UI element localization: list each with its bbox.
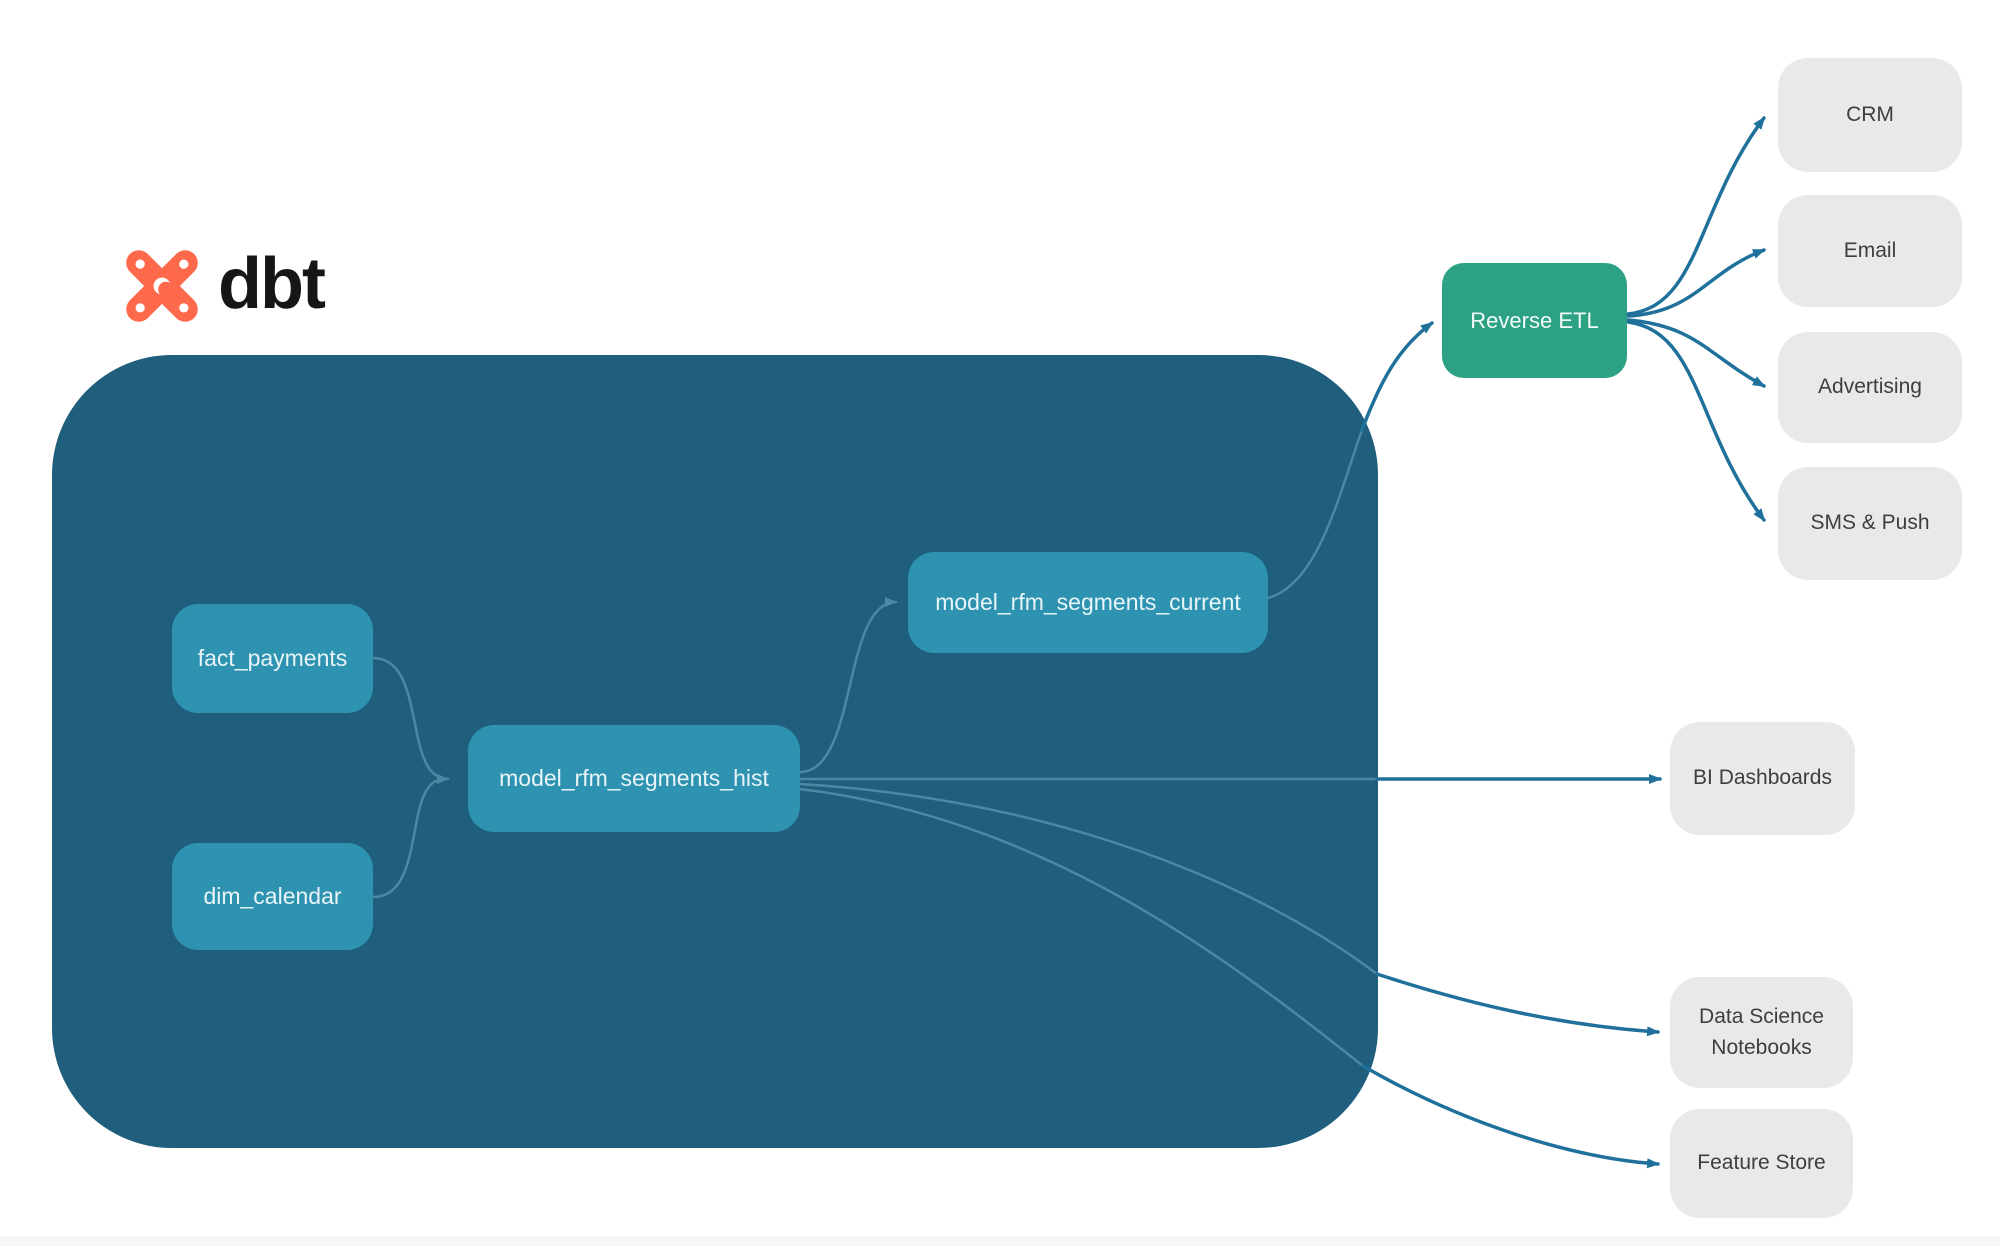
edge-current-to-reverse-etl bbox=[1360, 321, 1434, 432]
node-feature-store[interactable]: Feature Store bbox=[1670, 1109, 1853, 1218]
node-label: fact_payments bbox=[197, 645, 348, 671]
node-reverse-etl[interactable]: Reverse ETL bbox=[1442, 263, 1627, 378]
node-crm[interactable]: CRM bbox=[1778, 58, 1962, 172]
node-bi-dashboards[interactable]: BI Dashboards bbox=[1670, 722, 1855, 835]
edge-reverse-etl-to-crm bbox=[1626, 116, 1766, 316]
dbt-star-icon bbox=[126, 250, 198, 322]
node-label: dim_calendar bbox=[203, 883, 342, 909]
node-advertising[interactable]: Advertising bbox=[1778, 332, 1962, 443]
edge-dim-calendar-to-hist bbox=[371, 777, 446, 899]
dbt-logo-text: dbt bbox=[218, 244, 326, 324]
node-label: Data Science Notebooks bbox=[1699, 1005, 1824, 1059]
edge-fact-payments-to-hist bbox=[371, 656, 450, 784]
node-label: Advertising bbox=[1818, 375, 1922, 399]
node-label: SMS & Push bbox=[1810, 511, 1930, 535]
edge-hist-to-notebooks-inside bbox=[798, 782, 1379, 976]
edge-to-feature-store bbox=[1361, 1064, 1660, 1169]
node-label: BI Dashboards bbox=[1693, 766, 1832, 790]
node-label: CRM bbox=[1846, 102, 1894, 126]
edge-reverse-etl-to-advertising bbox=[1626, 318, 1766, 388]
edge-reverse-etl-to-email bbox=[1626, 248, 1766, 318]
node-sms-push[interactable]: SMS & Push bbox=[1778, 467, 1962, 580]
node-email[interactable]: Email bbox=[1778, 195, 1962, 307]
node-label: Feature Store bbox=[1697, 1151, 1826, 1175]
edge-reverse-etl-to-sms-push bbox=[1626, 320, 1766, 522]
node-data-science-notebooks[interactable]: Data Science Notebooks bbox=[1670, 977, 1853, 1088]
edge-hist-to-current bbox=[798, 597, 898, 774]
edge-to-data-science-notebooks bbox=[1375, 972, 1660, 1037]
node-label: Reverse ETL bbox=[1470, 307, 1599, 333]
node-model-rfm-segments-current[interactable]: model_rfm_segments_current bbox=[908, 552, 1268, 653]
dbt-logo: dbt bbox=[120, 244, 326, 328]
node-dim-calendar[interactable]: dim_calendar bbox=[172, 843, 373, 950]
bottom-edge-strip bbox=[0, 1236, 2000, 1246]
node-model-rfm-segments-hist[interactable]: model_rfm_segments_hist bbox=[468, 725, 800, 832]
edge-hist-to-feature-store-inside bbox=[798, 787, 1365, 1068]
node-fact-payments[interactable]: fact_payments bbox=[172, 604, 373, 713]
node-label: model_rfm_segments_hist bbox=[499, 765, 769, 791]
node-label: Email bbox=[1843, 238, 1897, 262]
node-label: model_rfm_segments_current bbox=[935, 589, 1241, 615]
edge-current-to-boundary bbox=[1266, 428, 1364, 600]
